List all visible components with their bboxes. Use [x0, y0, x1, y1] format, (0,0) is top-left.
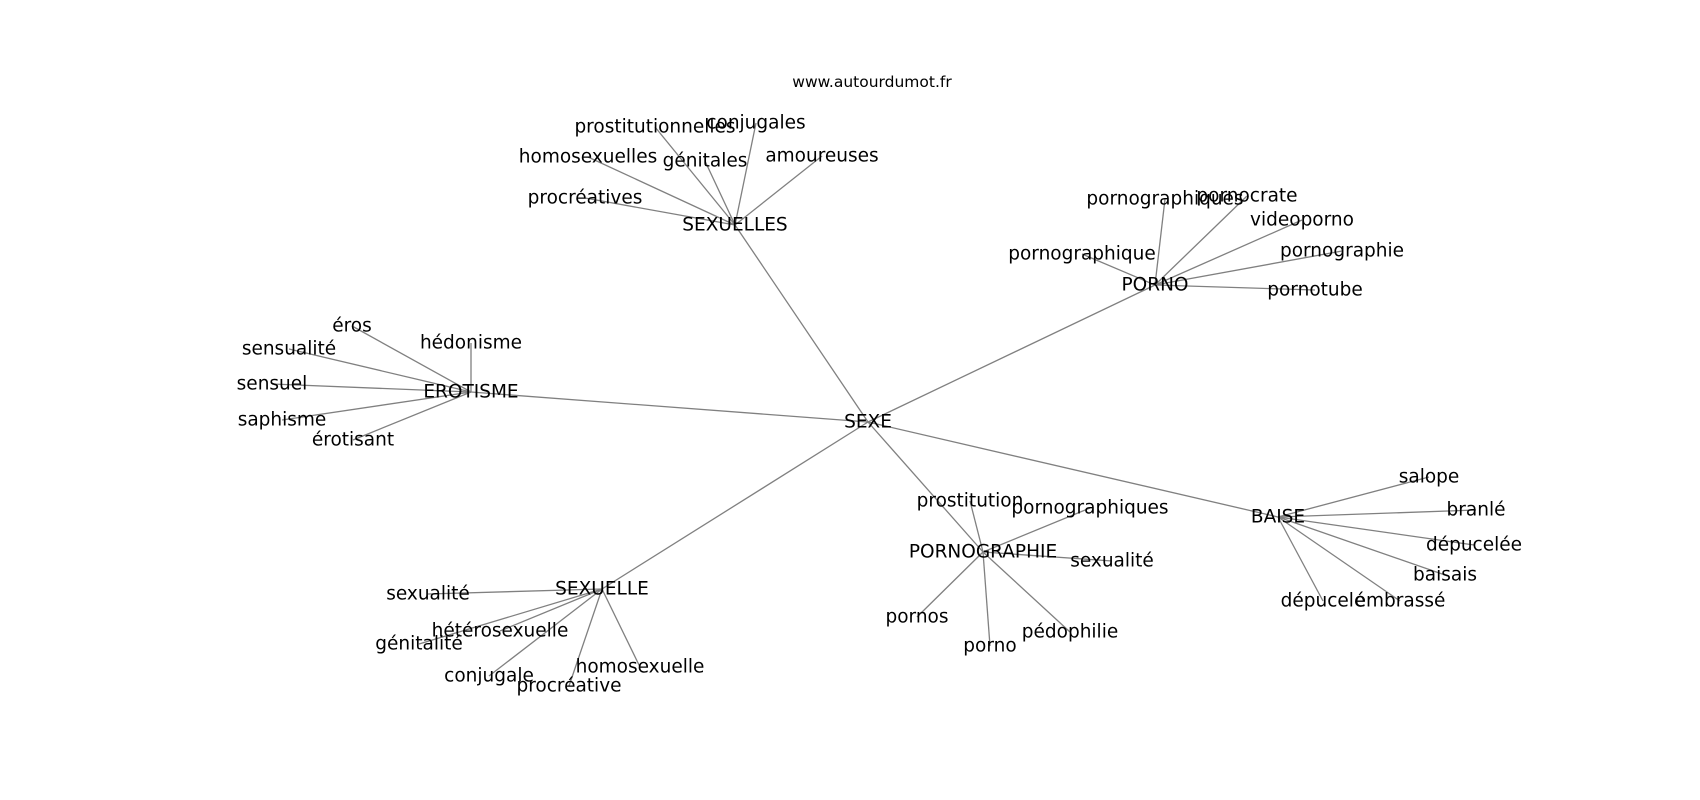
leaf-node-label: sexualité	[386, 584, 470, 605]
leaf-edge	[734, 155, 823, 226]
graph-labels: www.autourdumot.fr SEXE SEXUELLES prostitu…	[237, 73, 1522, 697]
leaf-node-label: saphisme	[238, 410, 327, 431]
leaf-edge	[969, 500, 984, 553]
leaf-node-label: pornographiques	[1086, 189, 1243, 210]
leaf-edge	[587, 156, 736, 226]
hub-node-label: EROTISME	[423, 382, 518, 403]
leaf-node-label: pornocrate	[1196, 186, 1297, 207]
leaf-edge	[1277, 476, 1430, 518]
leaf-node-label: procréative	[516, 676, 621, 697]
hub-edge	[601, 421, 869, 590]
leaf-edge	[1154, 198, 1166, 286]
leaf-node-label: prostitutionnelles	[574, 117, 735, 138]
leaf-node-label: pornographiques	[1011, 498, 1168, 519]
leaf-node-label: conjugales	[706, 113, 805, 134]
leaf-node-label: pédophilie	[1022, 622, 1118, 643]
leaf-edge	[982, 551, 1071, 633]
leaf-edge	[654, 126, 736, 226]
hub-node-label: PORNO	[1122, 275, 1189, 296]
leaf-edge	[351, 325, 472, 393]
leaf-edge	[271, 383, 472, 393]
leaf-node-label: hédonisme	[420, 333, 522, 354]
leaf-node-label: conjugale	[444, 666, 534, 687]
leaf-node-label: prostitution	[917, 491, 1024, 512]
leaf-node-label: procréatives	[528, 188, 643, 209]
leaf-edge	[1154, 284, 1316, 291]
leaf-edge	[982, 507, 1091, 553]
leaf-edge	[1081, 253, 1156, 286]
leaf-edge	[499, 588, 603, 632]
leaf-node-label: pornos	[885, 607, 948, 628]
leaf-node-label: génitales	[663, 151, 748, 172]
leaf-edge	[734, 122, 757, 226]
leaf-node-label: embrassé	[1355, 591, 1446, 612]
leaf-node-label: sensuel	[237, 374, 308, 395]
leaf-edge	[568, 588, 603, 687]
hub-edge	[867, 421, 984, 553]
leaf-node-label: homosexuelles	[519, 147, 657, 168]
leaf-node-label: génitalité	[375, 634, 463, 655]
graph-edges	[271, 122, 1477, 687]
hub-node-label: SEXUELLE	[555, 579, 649, 600]
leaf-edge	[916, 551, 984, 618]
leaf-edge	[288, 348, 472, 393]
source-label: www.autourdumot.fr	[792, 73, 952, 91]
hub-node-label: BAISE	[1251, 507, 1305, 528]
leaf-edge	[1277, 516, 1401, 602]
leaf-edge	[1277, 516, 1475, 546]
leaf-edge	[704, 160, 736, 226]
hub-edge	[867, 284, 1156, 423]
leaf-node-label: baisais	[1413, 565, 1477, 586]
leaf-node-label: sensualité	[242, 339, 336, 360]
center-node-label: SEXE	[844, 412, 892, 433]
leaf-edge	[488, 588, 603, 677]
hub-edge	[734, 224, 869, 423]
leaf-edge	[427, 588, 603, 595]
leaf-node-label: hétérosexuelle	[432, 621, 569, 642]
leaf-edge	[584, 197, 736, 226]
hub-node-label: PORNOGRAPHIE	[909, 542, 1057, 563]
leaf-edge	[418, 588, 603, 645]
leaf-node-label: éros	[332, 316, 372, 337]
leaf-edge	[281, 391, 472, 421]
leaf-node-label: branlé	[1447, 500, 1506, 521]
leaf-edge	[601, 588, 641, 668]
hub-node-label: SEXUELLES	[682, 215, 787, 236]
leaf-edge	[1277, 516, 1324, 602]
hub-edge	[470, 391, 869, 423]
leaf-node-label: sexualité	[1070, 551, 1154, 572]
leaf-node-label: salope	[1399, 467, 1460, 488]
leaf-node-label: dépucelée	[1426, 535, 1522, 556]
leaf-node-label: porno	[963, 636, 1016, 657]
leaf-node-label: videoporno	[1250, 210, 1354, 231]
leaf-edge	[352, 391, 472, 441]
leaf-edge	[1154, 219, 1303, 286]
leaf-edge	[1154, 250, 1343, 286]
leaf-edge	[1277, 509, 1477, 518]
leaf-node-label: érotisant	[312, 430, 394, 451]
leaf-edge	[982, 551, 1113, 562]
leaf-node-label: pornographique	[1008, 244, 1156, 265]
leaf-edge	[1277, 516, 1446, 576]
hub-edge	[867, 421, 1279, 518]
leaf-node-label: homosexuelle	[576, 657, 705, 678]
leaf-node-label: pornotube	[1267, 280, 1363, 301]
leaf-node-label: dépucelé	[1281, 591, 1366, 612]
leaf-node-label: amoureuses	[765, 146, 878, 167]
leaf-edge	[1154, 195, 1248, 286]
leaf-node-label: pornographie	[1280, 241, 1404, 262]
leaf-edge	[982, 551, 991, 647]
